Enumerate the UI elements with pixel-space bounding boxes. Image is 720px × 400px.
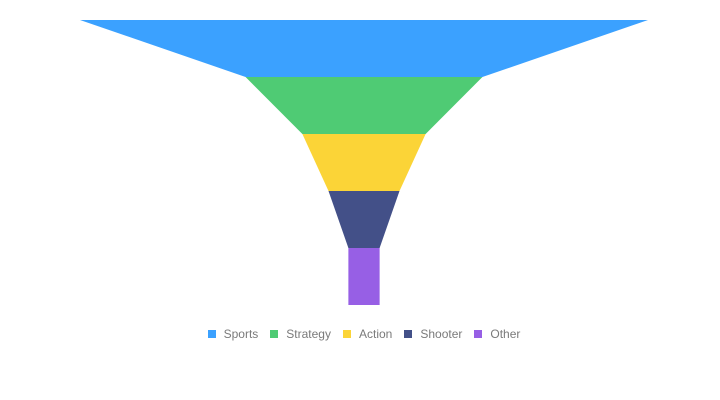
legend-swatch [342,330,351,338]
legend-swatch [270,330,279,338]
legend-swatch [207,330,216,338]
funnel-segment-action[interactable] [302,134,426,191]
funnel-segment-strategy[interactable] [245,77,483,134]
funnel-segment-shooter[interactable] [328,191,400,248]
legend-item-sports[interactable]: Sports [207,327,259,341]
legend-label: Strategy [286,327,331,341]
legend-swatch [404,330,413,338]
legend-item-other[interactable]: Other [474,327,520,341]
legend-label: Sports [223,327,259,341]
funnel-segment-other[interactable] [348,248,380,305]
legend-label: Other [490,327,521,341]
legend-item-action[interactable]: Action [342,327,393,341]
legend-swatch [474,330,483,338]
legend-item-strategy[interactable]: Strategy [270,327,331,341]
legend-label: Action [358,327,393,341]
legend-item-shooter[interactable]: Shooter [404,327,462,341]
legend: Sports Strategy Action Shooter Other [0,327,720,341]
legend-label: Shooter [420,327,463,341]
funnel-segment-sports[interactable] [80,20,648,77]
